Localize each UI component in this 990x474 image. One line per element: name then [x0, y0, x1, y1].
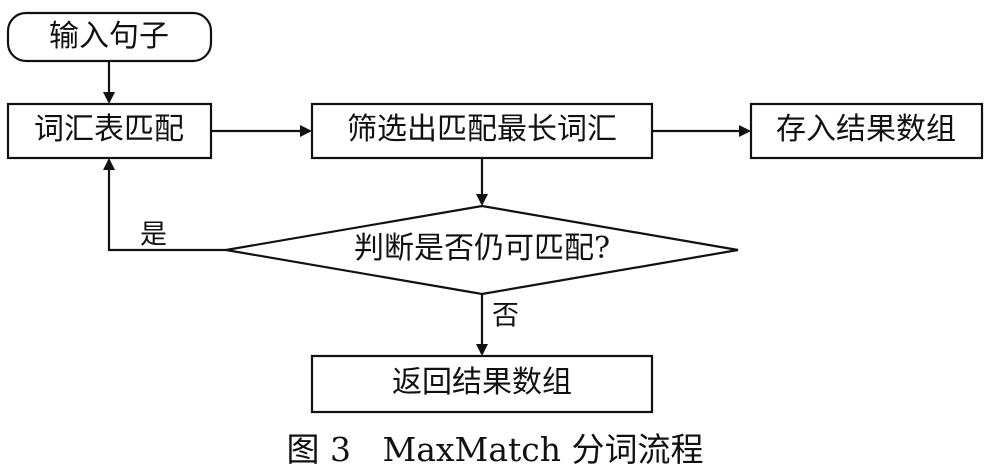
return-result-label: 返回结果数组	[392, 365, 572, 400]
no-edge-label: 否	[492, 301, 519, 332]
dictionary-match-label: 词汇表匹配	[34, 112, 184, 147]
start-node-label: 输入句子	[49, 19, 169, 54]
yes-edge-label: 是	[140, 220, 167, 251]
decision-label: 判断是否仍可匹配?	[354, 231, 610, 266]
edge-decision-yes-loop	[103, 158, 226, 252]
select-longest-box	[310, 102, 654, 160]
store-result-label: 存入结果数组	[776, 112, 956, 147]
figure-caption: 图 3 MaxMatch 分词流程	[287, 430, 704, 469]
return-result-box	[310, 354, 654, 414]
dictionary-match-box	[6, 102, 213, 160]
select-longest-label: 筛选出匹配最长词汇	[347, 112, 617, 147]
store-result-box	[749, 102, 984, 160]
